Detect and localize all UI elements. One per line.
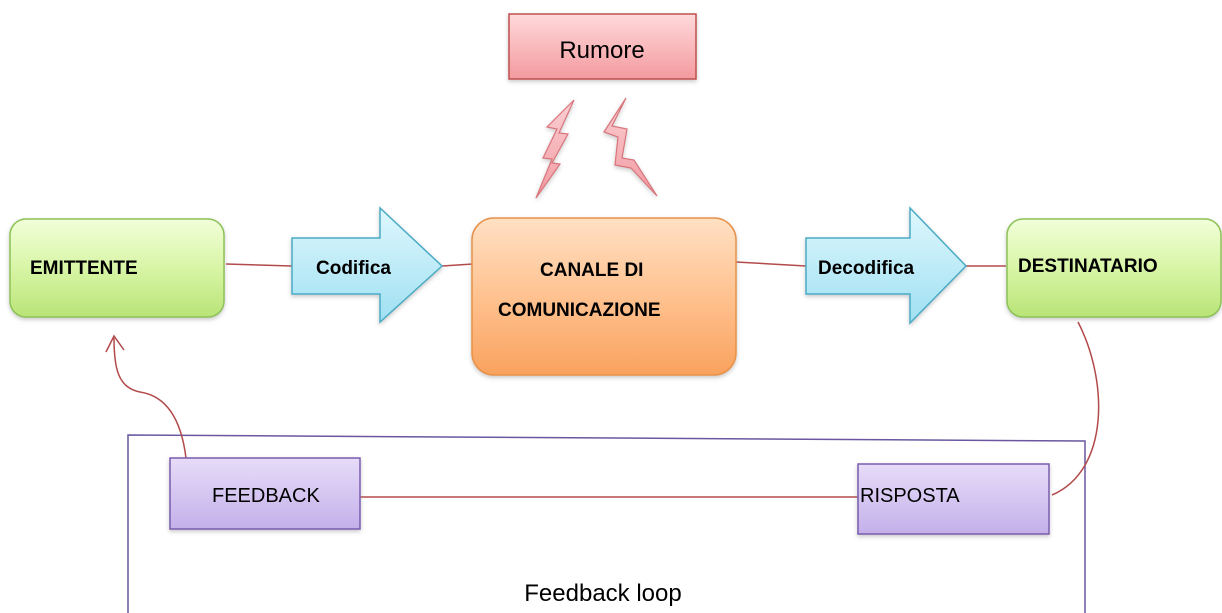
decodifica-arrow bbox=[805, 206, 968, 325]
codifica-label: Codifica bbox=[316, 258, 391, 279]
rumore-label: Rumore bbox=[559, 37, 644, 64]
destinatario-node bbox=[1006, 218, 1222, 318]
canale-label-line1: CANALE DI bbox=[540, 260, 643, 281]
risposta-label: RISPOSTA bbox=[860, 485, 960, 507]
feedback-loop-label: Feedback loop bbox=[524, 580, 681, 607]
feedback-loop-frame bbox=[127, 434, 1086, 613]
canale-node bbox=[471, 217, 737, 376]
connector-feedback-emittente bbox=[113, 337, 187, 459]
connector-emittente-codifica bbox=[225, 263, 293, 267]
risposta-node bbox=[857, 463, 1050, 535]
canale-label-line2: COMUNICAZIONE bbox=[498, 300, 661, 321]
feedback-node bbox=[169, 457, 361, 530]
connector-codifica-canale bbox=[441, 263, 474, 267]
connector-canale-decodifica bbox=[735, 261, 807, 267]
destinatario-label: DESTINATARIO bbox=[1018, 256, 1158, 277]
rumore-node bbox=[508, 13, 697, 80]
emittente-label: EMITTENTE bbox=[30, 258, 138, 279]
codifica-arrow bbox=[291, 206, 444, 324]
lightning-bolt-icon bbox=[535, 99, 575, 199]
connector-lines bbox=[113, 261, 1100, 498]
emittente-node bbox=[9, 218, 225, 318]
feedback-label: FEEDBACK bbox=[212, 485, 320, 507]
curved-arrow-icon bbox=[105, 334, 125, 353]
decodifica-label: Decodifica bbox=[818, 258, 915, 279]
lightning-bolt-icon bbox=[603, 97, 658, 197]
connector-destinatario-risposta bbox=[1051, 321, 1100, 496]
